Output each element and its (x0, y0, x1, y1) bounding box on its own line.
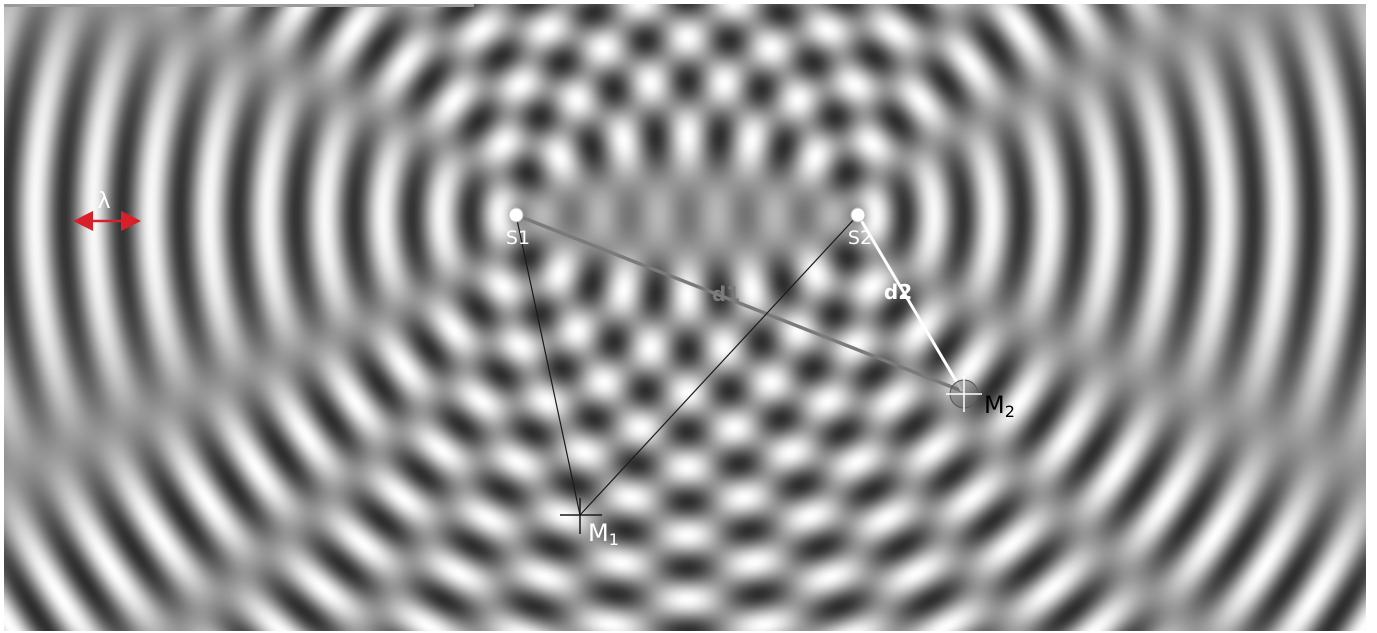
point-m1: M1 (560, 498, 619, 549)
diagram-overlay: λ S1 S2 d1 d2 M1 (73, 189, 1015, 549)
source-s2: S2 (848, 207, 872, 249)
wavelength-label: λ (97, 189, 110, 214)
point-m1-letter: M (588, 519, 609, 547)
point-m1-subscript: 1 (609, 530, 619, 549)
interference-figure: λ S1 S2 d1 d2 M1 (4, 4, 1366, 631)
source-s1-dot (508, 207, 524, 223)
point-m2-label: M2 (984, 391, 1015, 421)
d1-line (515, 213, 963, 393)
top-border-line (4, 4, 474, 7)
point-m2-subscript: 2 (1005, 402, 1015, 421)
source-s2-label: S2 (848, 227, 872, 249)
d1-label: d1 (712, 282, 740, 306)
wave-interference-pattern (4, 4, 1366, 631)
point-m2: M2 (946, 376, 1015, 421)
source-s2-dot (850, 207, 866, 223)
s1-m1-line (515, 214, 581, 516)
wavelength-indicator: λ (73, 189, 141, 231)
d2-line (856, 214, 964, 392)
source-s1-label: S1 (506, 227, 530, 249)
s2-m1-line (579, 214, 859, 516)
point-m2-letter: M (984, 391, 1005, 419)
d2-label: d2 (884, 280, 912, 304)
point-m1-label: M1 (588, 519, 619, 549)
source-s1: S1 (506, 207, 530, 249)
